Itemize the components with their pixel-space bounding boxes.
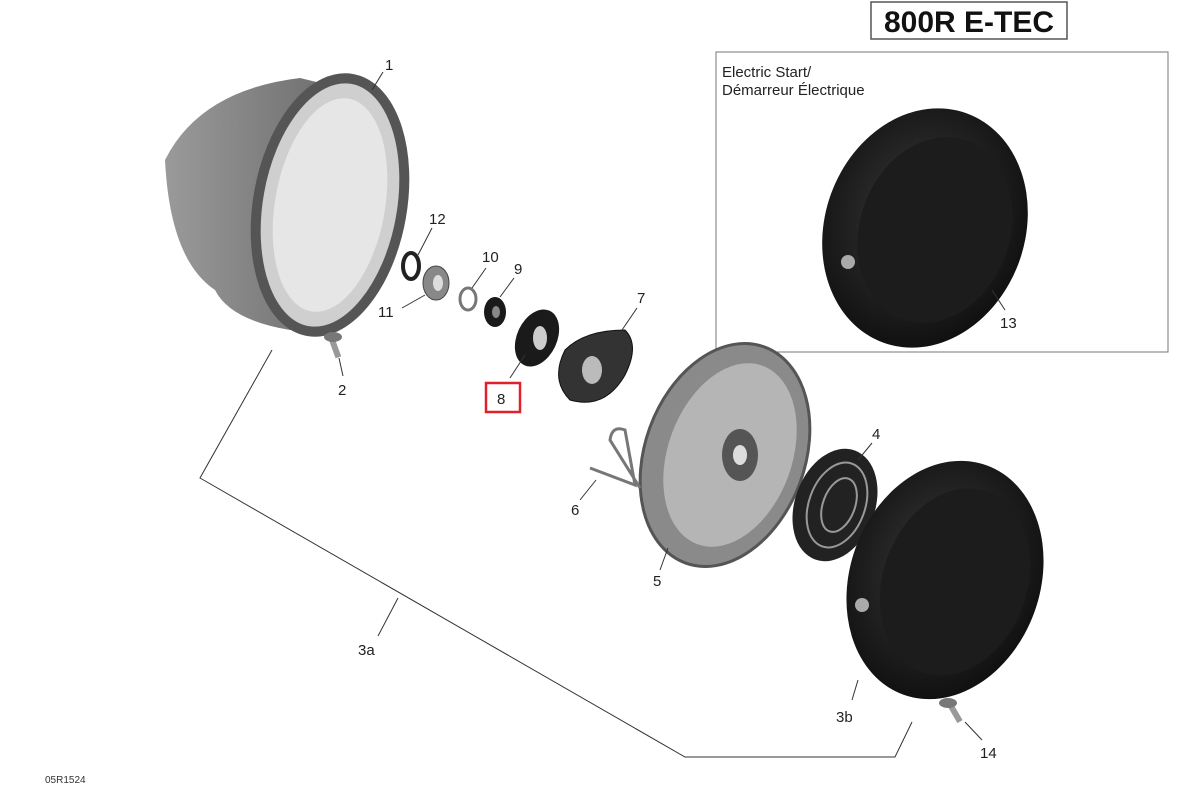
model-title-box: 800R E-TEC (870, 1, 1068, 40)
label-14: 14 (980, 745, 997, 762)
part-1-housing[interactable] (165, 66, 423, 343)
part-3b-starter-cover[interactable] (814, 433, 1076, 727)
label-7: 7 (637, 290, 645, 307)
assembly-3a-bracket (199, 349, 913, 758)
label-3b: 3b (836, 709, 853, 726)
part-5-pulley[interactable] (610, 320, 839, 591)
part-7-pawl-plate[interactable] (558, 329, 633, 403)
label-10: 10 (482, 249, 499, 266)
part-8-friction-plate[interactable] (506, 302, 568, 373)
label-9: 9 (514, 261, 522, 278)
diagram-code: 05R1524 (45, 775, 86, 786)
highlight-box-8 (484, 381, 522, 414)
part-12-circlip[interactable] (401, 251, 421, 281)
model-title: 800R E-TEC (884, 6, 1054, 39)
label-5: 5 (653, 573, 661, 590)
inset-label-line2: Démarreur Électrique (722, 82, 865, 99)
label-11: 11 (378, 304, 394, 321)
part-2-bolt[interactable] (324, 332, 342, 359)
inset-label-line1: Electric Start/ (722, 64, 812, 81)
label-13: 13 (1000, 315, 1017, 332)
part-13-cover[interactable] (789, 79, 1060, 377)
label-6: 6 (571, 502, 579, 519)
label-12: 12 (429, 211, 446, 228)
part-4-recoil-spring[interactable] (778, 437, 893, 573)
label-1: 1 (385, 57, 393, 74)
part-9-ring[interactable] (484, 297, 506, 327)
part-6-spring-clip[interactable] (589, 427, 642, 489)
label-3a: 3a (358, 642, 375, 659)
label-8: 8 (497, 391, 505, 408)
part-10-washer[interactable] (458, 286, 478, 312)
electric-start-inset: Electric Start/ Démarreur Électrique 13 (715, 51, 1169, 377)
part-11-bushing[interactable] (422, 265, 450, 301)
label-4: 4 (872, 426, 880, 443)
part-14-bolt[interactable] (939, 698, 963, 724)
label-2: 2 (338, 382, 346, 399)
